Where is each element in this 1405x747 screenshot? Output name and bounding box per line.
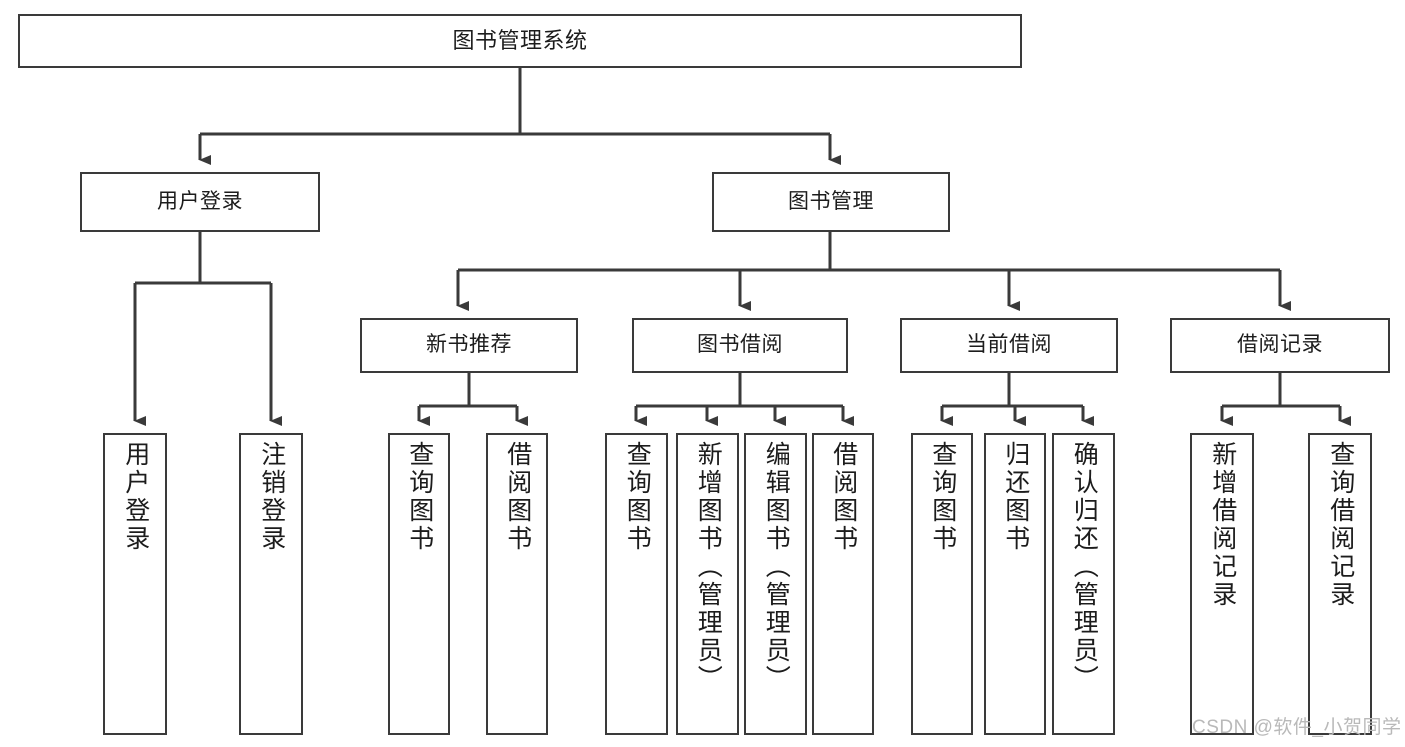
node-new-book-recommend-label: 新书推荐 — [426, 333, 512, 357]
node-book-borrow-label: 图书借阅 — [697, 333, 783, 357]
node-leaf-confirm-return[interactable]: 确认归还（管理员） — [1052, 433, 1115, 735]
node-root[interactable]: 图书管理系统 — [18, 14, 1022, 68]
node-new-book-recommend[interactable]: 新书推荐 — [360, 318, 578, 373]
node-user-login-label: 用户登录 — [157, 189, 243, 213]
node-leaf-query-book-label: 查询图书 — [623, 441, 652, 553]
node-leaf-edit-book-admin-label: 编辑图书（管理员） — [762, 441, 791, 693]
node-leaf-query-book-new-label: 查询图书 — [405, 441, 434, 553]
node-user-login[interactable]: 用户登录 — [80, 172, 320, 232]
node-book-manage-label: 图书管理 — [788, 189, 874, 213]
node-book-manage[interactable]: 图书管理 — [712, 172, 950, 232]
node-current-borrow[interactable]: 当前借阅 — [900, 318, 1118, 373]
node-leaf-add-record-label: 新增借阅记录 — [1208, 441, 1237, 609]
node-leaf-add-book-admin[interactable]: 新增图书（管理员） — [676, 433, 739, 735]
node-borrow-record[interactable]: 借阅记录 — [1170, 318, 1390, 373]
node-leaf-logout-label: 注销登录 — [257, 441, 286, 553]
node-leaf-return-book[interactable]: 归还图书 — [984, 433, 1046, 735]
node-leaf-logout[interactable]: 注销登录 — [239, 433, 303, 735]
node-leaf-query-record[interactable]: 查询借阅记录 — [1308, 433, 1372, 735]
node-leaf-return-book-label: 归还图书 — [1001, 441, 1030, 553]
node-leaf-add-record[interactable]: 新增借阅记录 — [1190, 433, 1254, 735]
node-leaf-query-book-new[interactable]: 查询图书 — [388, 433, 450, 735]
node-leaf-user-login-label: 用户登录 — [121, 441, 150, 553]
node-root-label: 图书管理系统 — [452, 28, 588, 54]
node-leaf-query-book-cur-label: 查询图书 — [928, 441, 957, 553]
node-leaf-borrow-book[interactable]: 借阅图书 — [812, 433, 874, 735]
node-current-borrow-label: 当前借阅 — [966, 333, 1052, 357]
node-book-borrow[interactable]: 图书借阅 — [632, 318, 848, 373]
node-leaf-borrow-book-new[interactable]: 借阅图书 — [486, 433, 548, 735]
watermark-text: CSDN @软件_小贺同学 — [1192, 717, 1402, 738]
node-leaf-query-record-label: 查询借阅记录 — [1326, 441, 1355, 609]
node-leaf-query-book-cur[interactable]: 查询图书 — [911, 433, 973, 735]
node-leaf-user-login[interactable]: 用户登录 — [103, 433, 167, 735]
node-leaf-confirm-return-label: 确认归还（管理员） — [1070, 441, 1099, 693]
node-leaf-borrow-book-label: 借阅图书 — [829, 441, 858, 553]
node-leaf-borrow-book-new-label: 借阅图书 — [503, 441, 532, 553]
node-leaf-add-book-admin-label: 新增图书（管理员） — [694, 441, 723, 693]
node-leaf-query-book[interactable]: 查询图书 — [605, 433, 668, 735]
node-leaf-edit-book-admin[interactable]: 编辑图书（管理员） — [744, 433, 807, 735]
node-borrow-record-label: 借阅记录 — [1237, 333, 1323, 357]
